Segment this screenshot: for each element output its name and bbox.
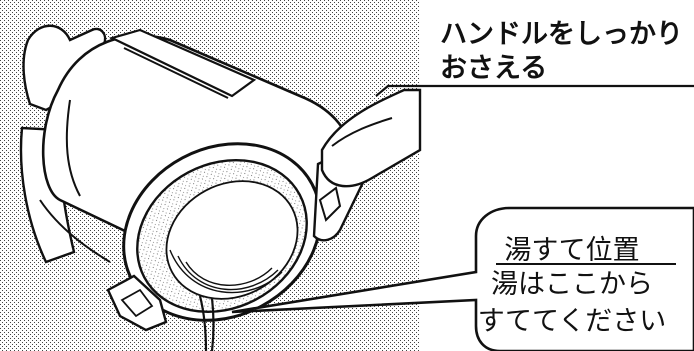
- instruction-leader-line: [375, 84, 694, 97]
- right-finger: [331, 117, 393, 147]
- callout-text-line-2: すててください: [477, 306, 667, 337]
- pot-handle-grip: [318, 186, 342, 222]
- pot-lower-seam: [39, 199, 111, 263]
- pot-top-band: [108, 28, 257, 98]
- pot-inner-rings: [169, 249, 283, 294]
- instruction-line-1: ハンドルをしっかり: [440, 19, 683, 50]
- pot-spout-slot: [120, 288, 154, 318]
- right-hand: [320, 88, 422, 188]
- pot-inner-wall: [165, 180, 299, 300]
- water-stream: [198, 295, 215, 351]
- callout-title: 湯すて位置: [504, 235, 640, 266]
- callout-text-line-1: 湯はここから: [491, 269, 653, 300]
- pot-top-rib: [123, 47, 229, 99]
- instruction-line-2: おさえる: [440, 53, 548, 84]
- pot-side-seam: [65, 99, 81, 197]
